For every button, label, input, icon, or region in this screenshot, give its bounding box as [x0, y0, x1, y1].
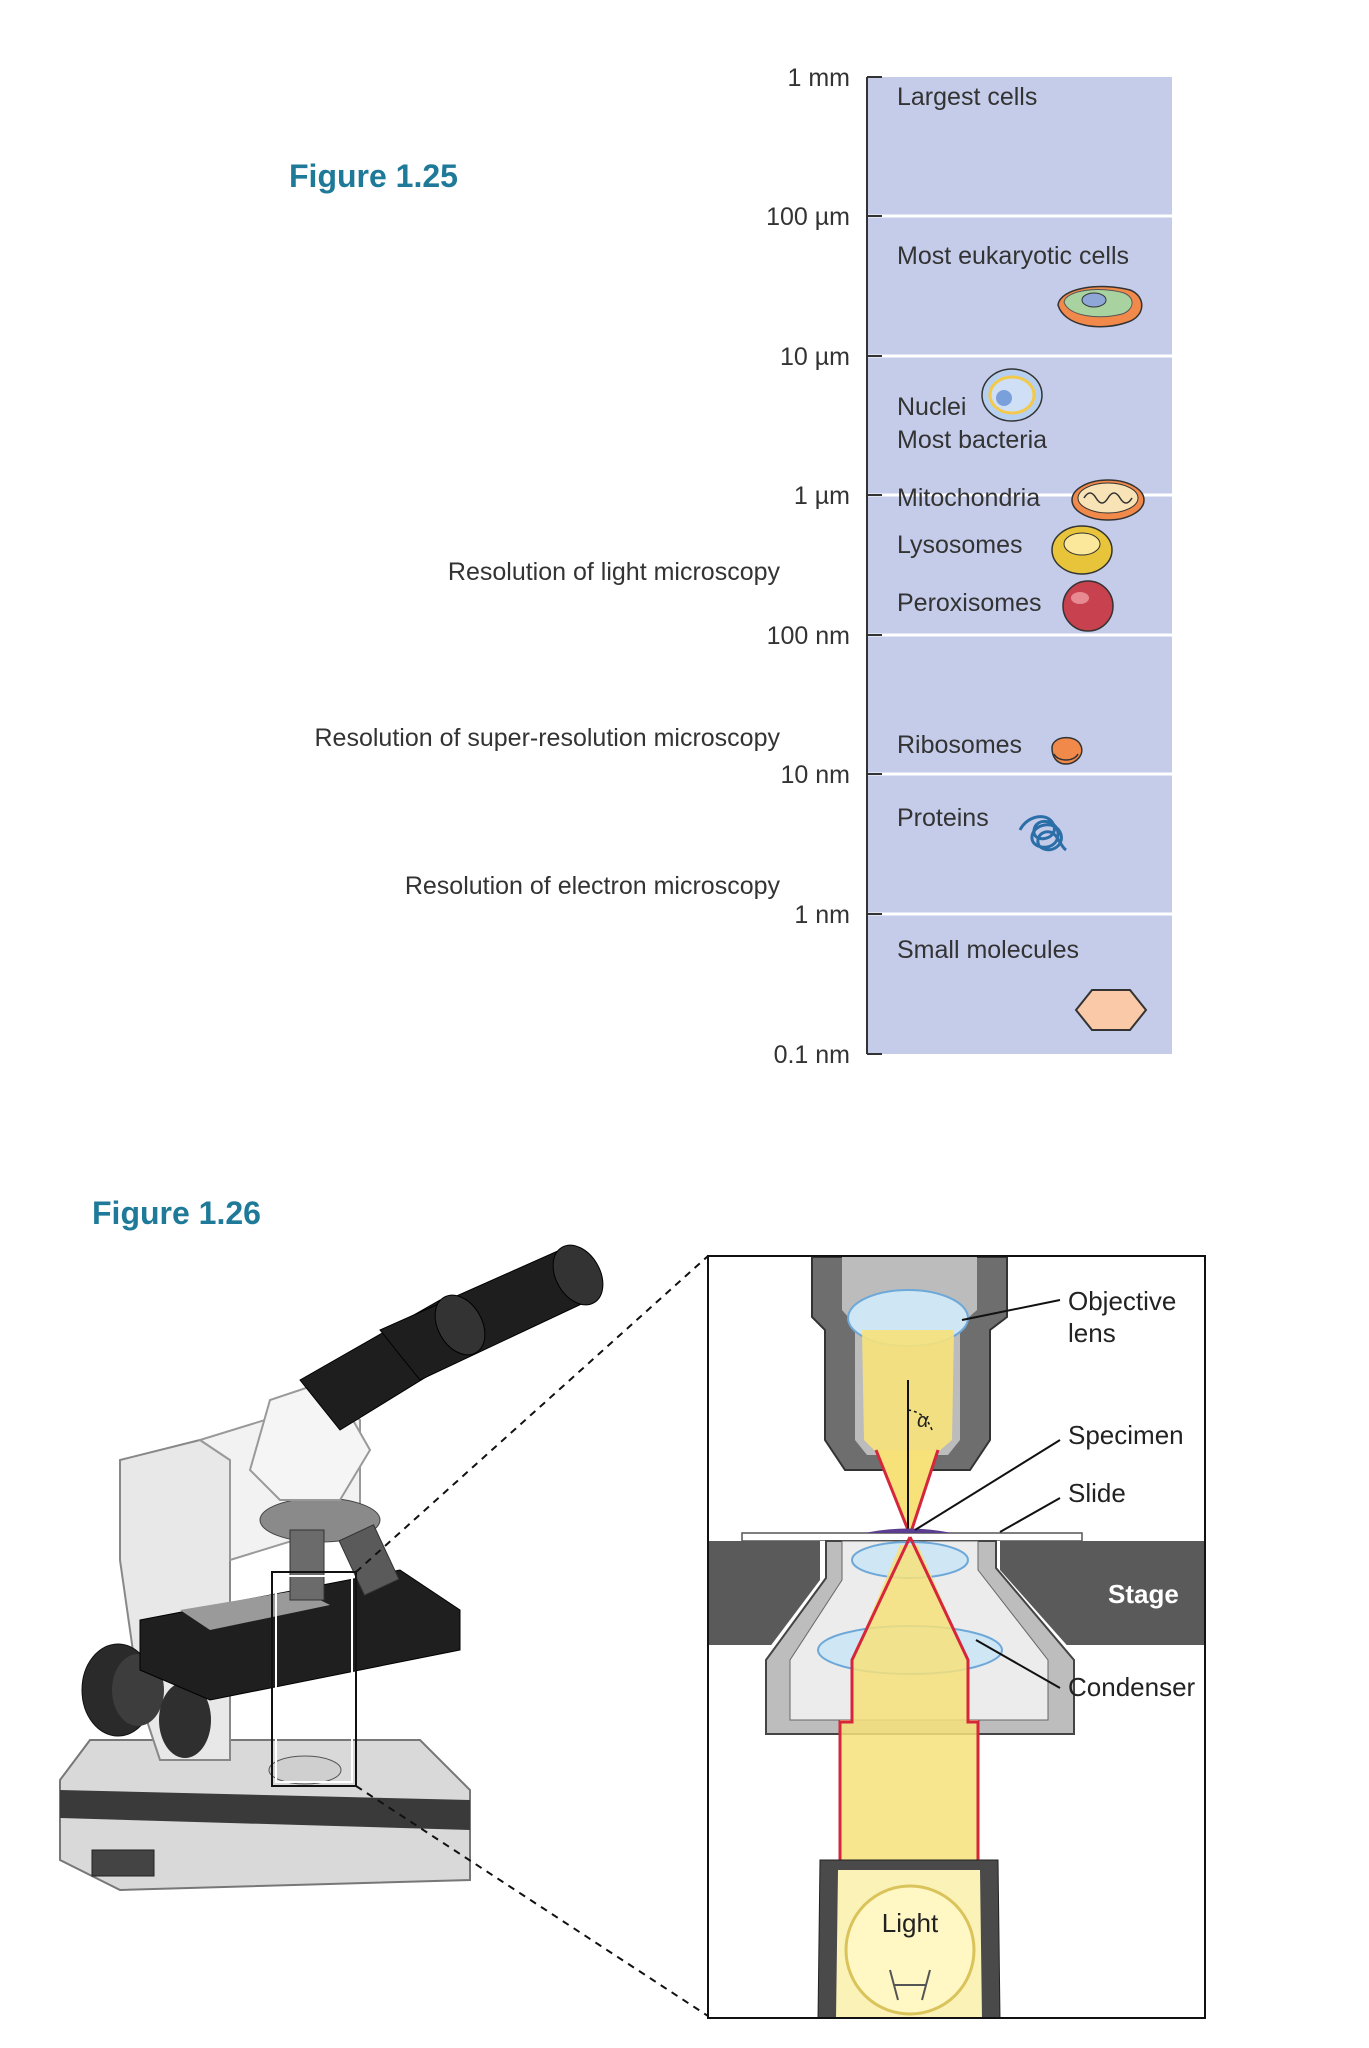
small-molecule-icon	[1074, 989, 1148, 1031]
figure-1-25-title: Figure 1.25	[289, 158, 458, 194]
size-scale-diagram: 1 mm 100 µm 10 µm 1 µm 100 nm 10 nm 1 nm…	[315, 64, 1172, 1069]
resolution-label: Resolution of light microscopy	[448, 558, 781, 586]
structure-label: Largest cells	[897, 83, 1037, 111]
figure-1-26-title: Figure 1.26	[92, 1195, 261, 1231]
eukaryotic-cell-icon	[1057, 285, 1143, 328]
tick-label: 0.1 nm	[774, 1041, 850, 1069]
peroxisome-icon	[1062, 580, 1114, 632]
slide-label: Slide	[1068, 1478, 1126, 1508]
alpha-angle-label: α	[917, 1410, 929, 1432]
tick-label: 1 mm	[788, 64, 851, 92]
structure-label: Most eukaryotic cells	[897, 242, 1129, 270]
condenser-label: Condenser	[1068, 1672, 1196, 1702]
zoom-connector-bottom	[355, 1785, 709, 2017]
stage-label: Stage	[1108, 1579, 1179, 1609]
zoom-region-box	[271, 1571, 357, 1787]
objective-lens-label: Objective	[1068, 1286, 1176, 1316]
light-label: Light	[882, 1908, 939, 1938]
structure-label: Most bacteria	[897, 426, 1047, 454]
tick-label: 10 µm	[780, 343, 850, 371]
tick-label: 1 µm	[794, 482, 850, 510]
protein-icon	[1018, 815, 1067, 852]
specimen-label: Specimen	[1068, 1420, 1184, 1450]
tick-label: 100 µm	[766, 203, 850, 231]
microscope-illustration	[59, 1244, 604, 1892]
ribosome-icon	[1051, 736, 1083, 765]
structure-label: Small molecules	[897, 936, 1079, 964]
structure-label: Lysosomes	[897, 531, 1023, 559]
resolution-label: Resolution of electron microscopy	[405, 872, 781, 900]
tick-label: 10 nm	[781, 761, 850, 789]
objective-lens-label-line2: lens	[1068, 1318, 1116, 1348]
scale-panel	[867, 77, 1172, 1054]
structure-label: Nuclei	[897, 393, 966, 421]
structure-label: Proteins	[897, 804, 989, 832]
zoom-connector-top	[355, 1255, 709, 1573]
nucleus-icon	[981, 368, 1043, 422]
tick-label: 100 nm	[767, 622, 850, 650]
mitochondrion-icon	[1071, 479, 1145, 521]
structure-label: Ribosomes	[897, 731, 1022, 759]
structure-label: Peroxisomes	[897, 589, 1042, 617]
resolution-label: Resolution of super-resolution microscop…	[315, 724, 781, 752]
lysosome-icon	[1051, 525, 1113, 575]
tick-label: 1 nm	[794, 901, 850, 929]
structure-label: Mitochondria	[897, 484, 1040, 512]
detail-panel	[707, 1255, 1206, 2019]
